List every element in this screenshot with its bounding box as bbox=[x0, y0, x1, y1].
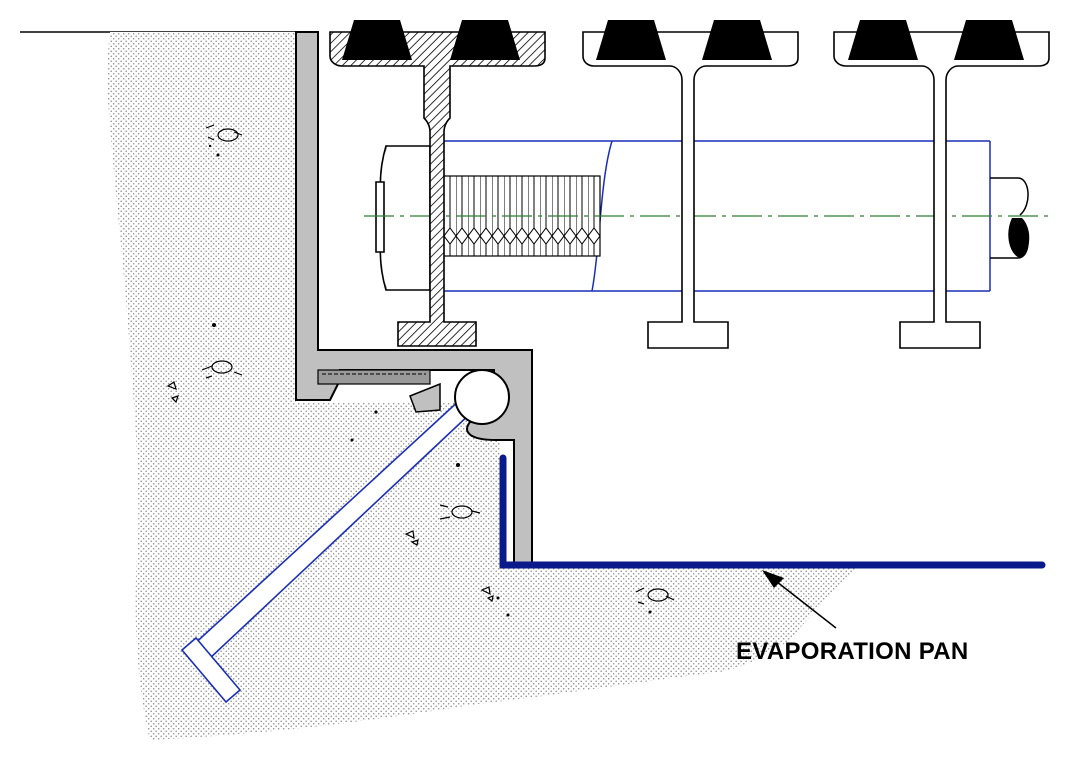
evaporation-pan bbox=[499, 454, 1046, 569]
anchor-pin-head bbox=[454, 369, 510, 425]
grating-bar-2 bbox=[582, 20, 799, 349]
retaining-lip bbox=[409, 382, 441, 413]
aggregate-symbols bbox=[166, 124, 675, 605]
grating-bar-sectioned bbox=[329, 20, 546, 347]
hex-nut bbox=[375, 145, 431, 291]
evaporation-pan-label: EVAPORATION PAN bbox=[736, 638, 969, 665]
rod-end-break bbox=[990, 177, 1030, 259]
aggregate-dots bbox=[208, 144, 652, 617]
support-flat-bar bbox=[317, 369, 431, 385]
callout-leader bbox=[762, 570, 837, 629]
grating-bar-3 bbox=[833, 20, 1050, 349]
